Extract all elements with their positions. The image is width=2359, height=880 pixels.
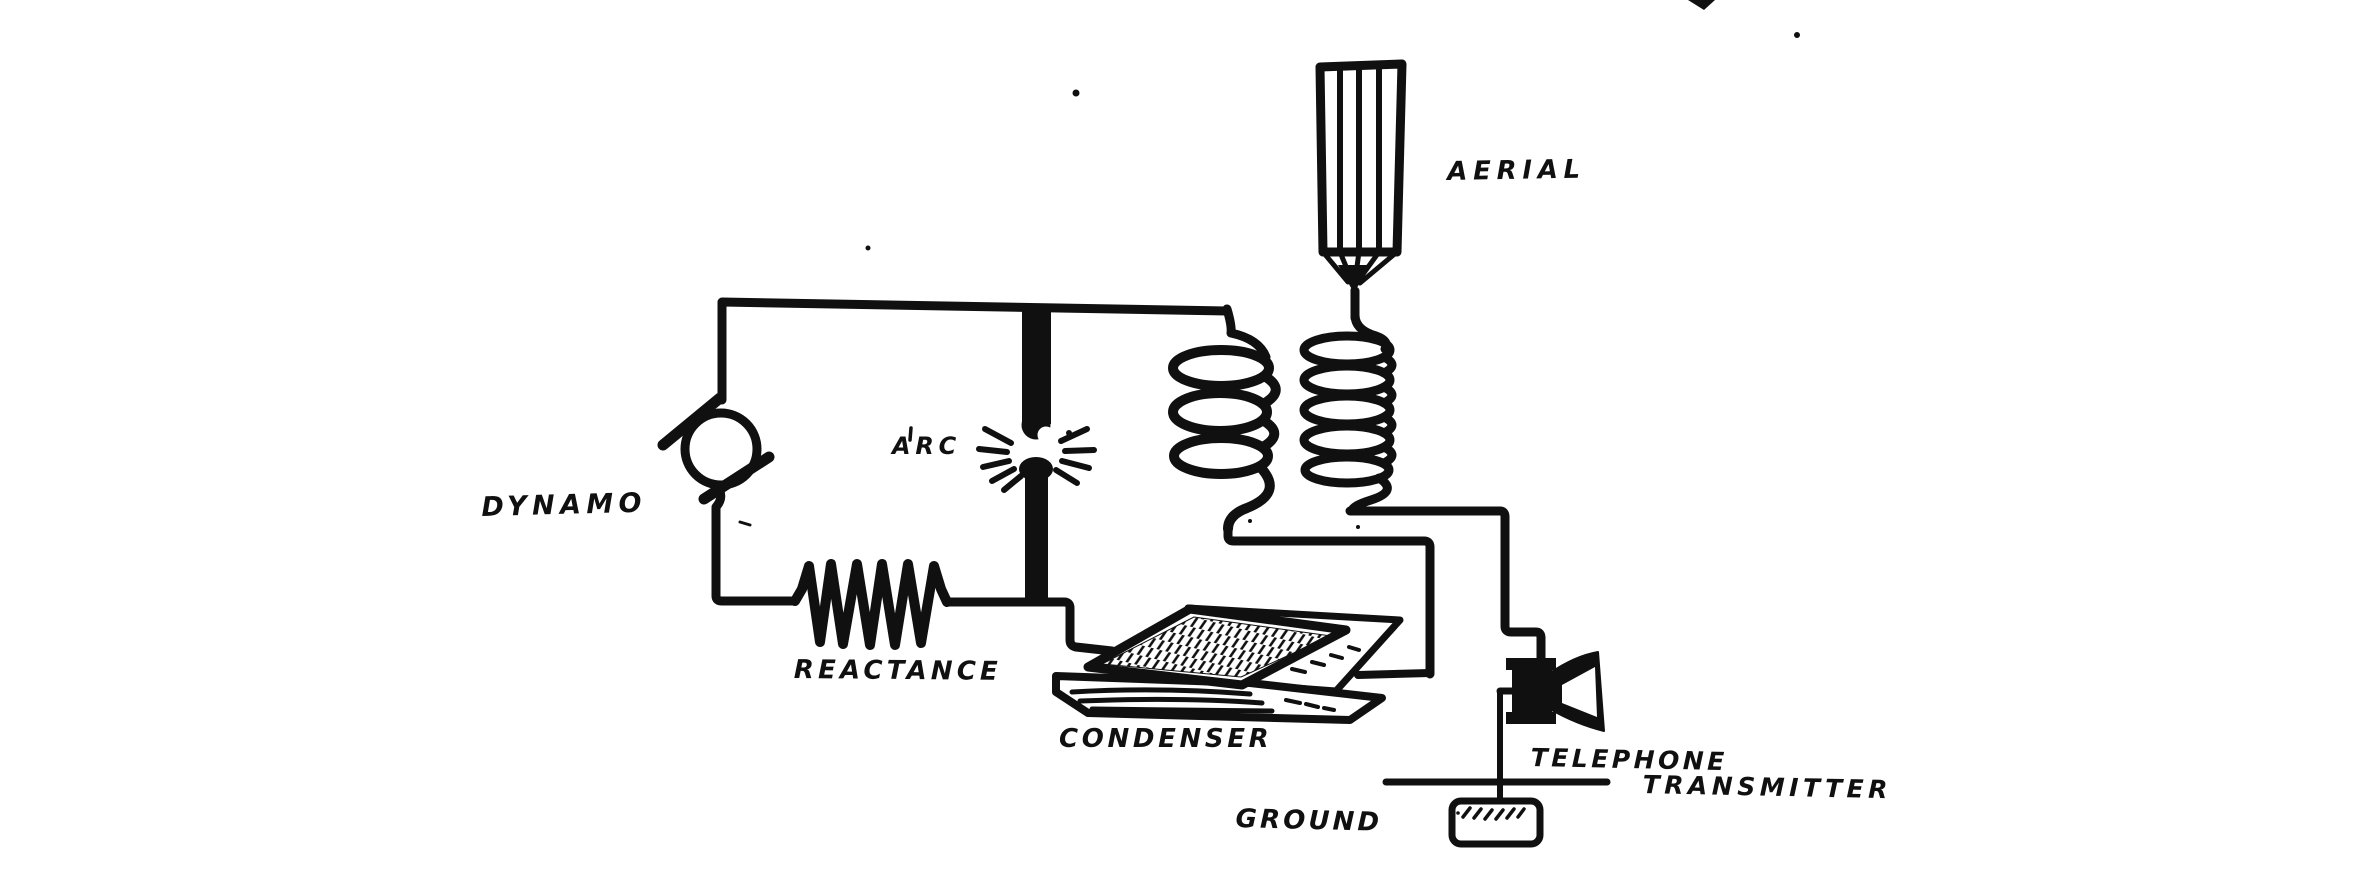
condenser-symbol: [1052, 604, 1404, 724]
label-ground: GROUND: [1235, 804, 1383, 838]
label-aerial: AERIAL: [1447, 154, 1587, 187]
aerial-symbol: [1315, 59, 1407, 322]
label-telephone-transmitter-line2: TRANSMITTER: [1642, 770, 1893, 805]
secondary-helix-coil-symbol: [1299, 286, 1397, 516]
arc-gap-symbol: [908, 304, 1097, 604]
ground-plate-symbol: [1382, 778, 1611, 848]
reactance-coil-symbol: [790, 559, 952, 650]
label-arc: ARC: [892, 432, 962, 460]
dynamo-symbol: [657, 392, 775, 505]
ink-specks: [738, 0, 1800, 529]
secondary-circuit-wire: [1345, 506, 1546, 666]
primary-helix-coil-symbol: [1168, 304, 1281, 534]
spark-rays-icon: [976, 426, 1097, 493]
label-reactance: REACTANCE: [793, 655, 1003, 687]
label-dynamo: DYNAMO: [481, 487, 648, 523]
label-condenser: CONDENSER: [1059, 724, 1273, 754]
